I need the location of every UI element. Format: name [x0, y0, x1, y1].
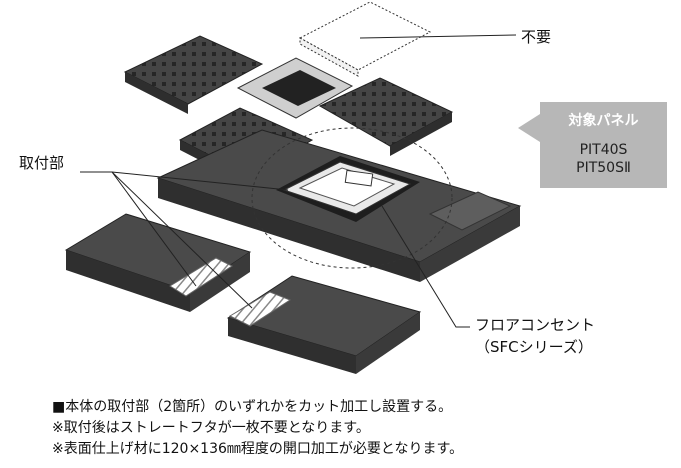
label-mounting-part: 取付部 — [19, 154, 65, 172]
mounting-part-hatched-right — [228, 291, 292, 327]
label-floor-outlet: フロアコンセント （SFCシリーズ） — [475, 314, 595, 358]
leader-line-floor-outlet — [381, 205, 470, 328]
label-unneeded: 不要 — [521, 28, 552, 46]
callout-pointer — [518, 114, 540, 142]
leader-line-mounting-right — [111, 171, 253, 309]
label-floor-outlet-series: （SFCシリーズ） — [475, 338, 593, 356]
mounting-part-hatched-left — [169, 257, 234, 297]
note-line-cover-unneeded: ※取付後はストレートフタが一枚不要となります。 — [52, 420, 370, 436]
outlet-highlight-circle — [251, 127, 453, 269]
lower-right-base-panel — [226, 275, 422, 374]
exploded-assembly-illustration — [64, 1, 522, 374]
straight-cover-unneeded — [298, 1, 432, 77]
label-floor-outlet-name: フロアコンセント — [475, 316, 596, 334]
callout-item-pit50s2: PIT50SⅡ — [576, 160, 631, 176]
leader-line-mounting-outlet — [111, 171, 289, 191]
top-cross-connector — [236, 57, 354, 119]
floor-outlet-illustration — [276, 156, 420, 222]
callout-title: 対象パネル — [568, 113, 639, 129]
note-line-cut-mounting: ■本体の取付部（2箇所）のいずれかをカット加工し設置する。 — [52, 399, 453, 415]
lower-left-base-panel — [64, 213, 252, 312]
callout-item-pit40s: PIT40S — [579, 142, 628, 158]
top-panel-left-arm — [123, 35, 264, 114]
target-panel-callout: 対象パネル PIT40S PIT50SⅡ — [518, 102, 667, 188]
installation-notes: ■本体の取付部（2箇所）のいずれかをカット加工し設置する。 ※取付後はストレート… — [52, 397, 463, 460]
note-line-opening-required: ※表面仕上げ材に120×136㎜程度の開口加工が必要となります。 — [52, 441, 464, 457]
leader-line-unneeded — [359, 34, 517, 39]
callout-box — [540, 102, 667, 188]
top-panel-right-arm — [318, 77, 454, 156]
